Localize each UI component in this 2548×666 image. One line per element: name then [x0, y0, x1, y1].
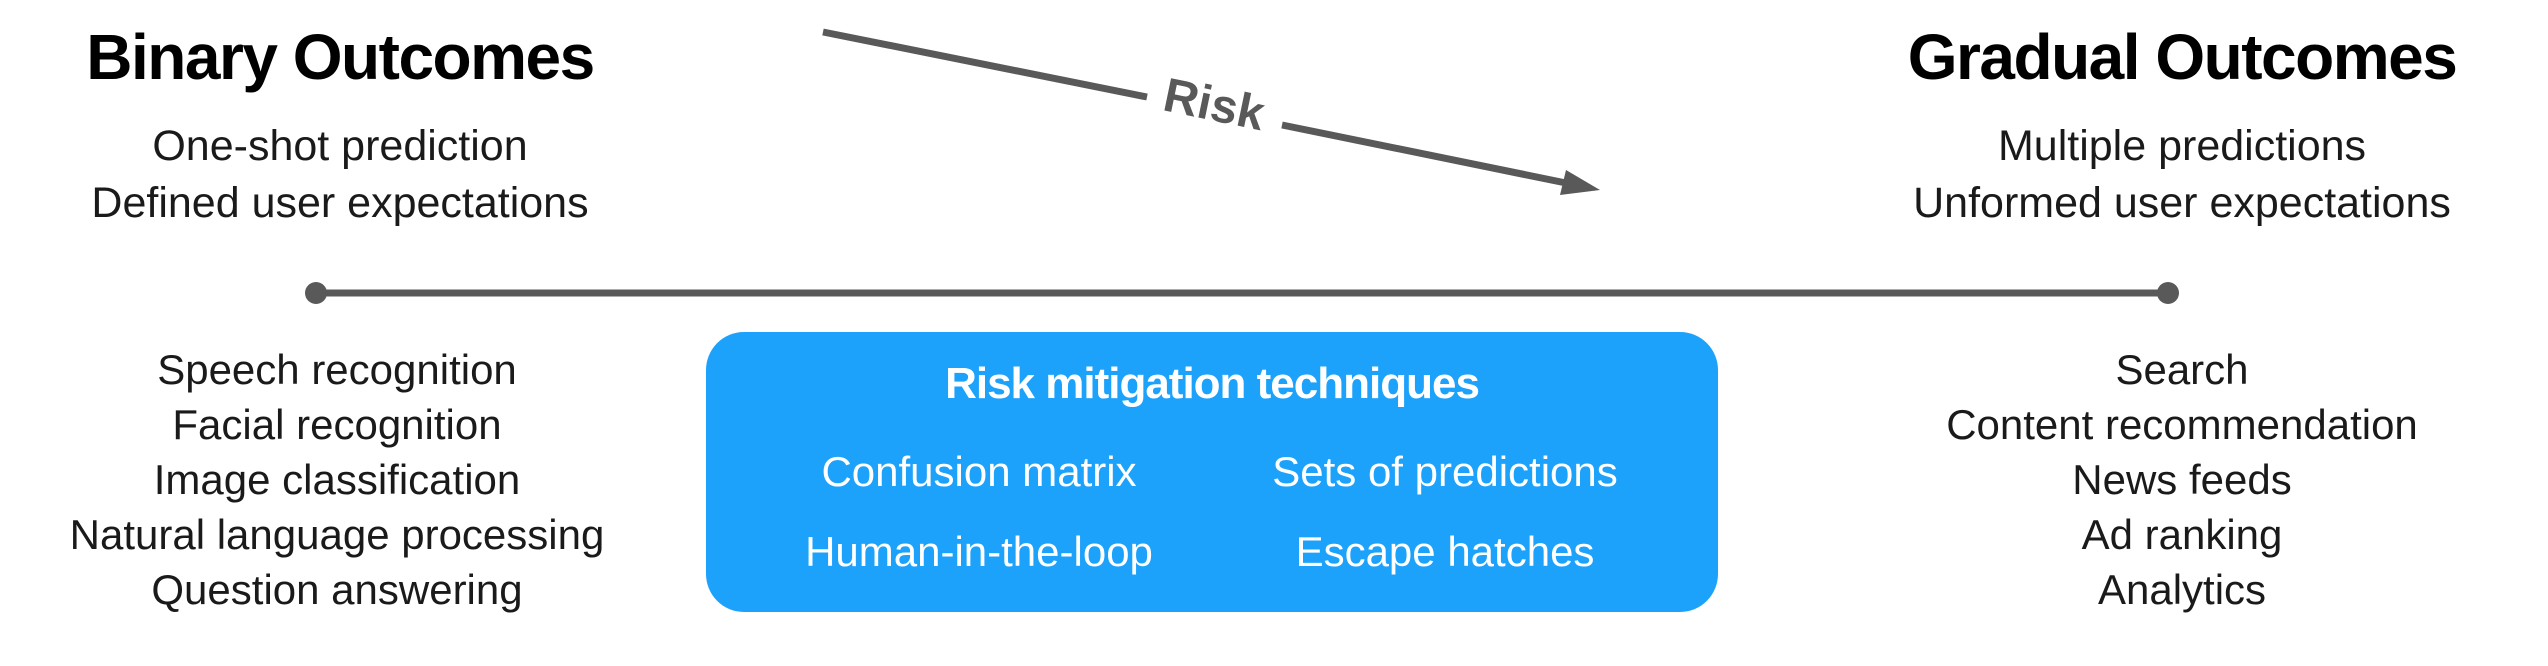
mitigation-item: Human-in-the-loop [805, 528, 1153, 575]
subtitle-line: One-shot prediction [152, 122, 528, 170]
subtitle-line: Unformed user expectations [1913, 179, 2451, 227]
binary-examples-list: Speech recognition Facial recognition Im… [37, 342, 637, 617]
list-item: Image classification [153, 456, 521, 503]
subtitle-line: Multiple predictions [1997, 122, 2367, 170]
risk-arrow-label: Risk [1159, 69, 1269, 142]
list-item: Content recommendation [1946, 401, 2418, 448]
list-item: Facial recognition [172, 401, 502, 448]
risk-arrow-line-left [822, 28, 1148, 101]
gradual-examples-list: Search Content recommendation News feeds… [1882, 342, 2482, 617]
binary-outcomes-header: Binary Outcomes One-shot prediction Defi… [75, 20, 605, 232]
list-item: News feeds [2072, 456, 2292, 503]
spectrum-endpoint-left [305, 282, 327, 304]
risk-mitigation-panel: Risk mitigation techniques Confusion mat… [706, 332, 1718, 612]
binary-outcomes-subtitle: One-shot prediction Defined user expecta… [75, 118, 605, 232]
risk-mitigation-grid: Confusion matrix Sets of predictions Hum… [746, 450, 1678, 574]
mitigation-item: Sets of predictions [1272, 448, 1618, 495]
list-item: Question answering [151, 566, 523, 613]
subtitle-line: Defined user expectations [91, 179, 589, 227]
gradual-outcomes-header: Gradual Outcomes Multiple predictions Un… [1892, 20, 2472, 232]
risk-mitigation-title: Risk mitigation techniques [945, 359, 1480, 408]
mitigation-item: Confusion matrix [821, 448, 1137, 495]
list-item: Natural language processing [69, 511, 605, 558]
list-item: Search [2115, 346, 2249, 393]
spectrum-endpoint-right [2157, 282, 2179, 304]
list-item: Speech recognition [157, 346, 517, 393]
list-item: Analytics [2097, 566, 2267, 613]
risk-arrowhead-icon [1560, 170, 1600, 195]
gradual-outcomes-title: Gradual Outcomes [1907, 21, 2458, 93]
list-item: Ad ranking [2081, 511, 2283, 558]
mitigation-item: Escape hatches [1295, 528, 1595, 575]
gradual-outcomes-subtitle: Multiple predictions Unformed user expec… [1892, 118, 2472, 232]
binary-outcomes-title: Binary Outcomes [86, 21, 595, 93]
risk-arrow-line-right [1281, 121, 1567, 187]
